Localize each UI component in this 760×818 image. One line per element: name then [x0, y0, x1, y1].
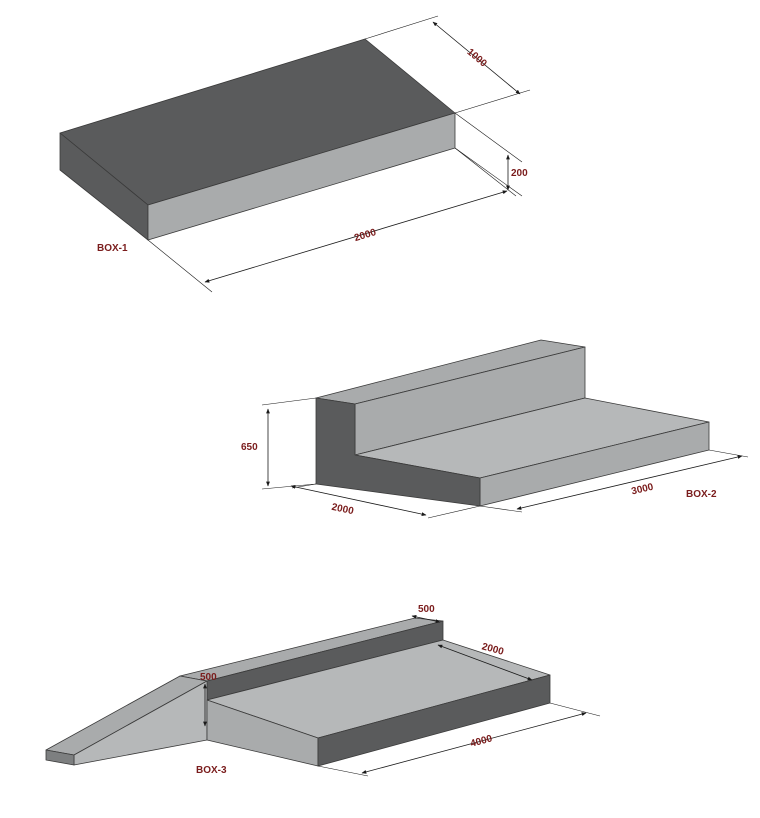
- box3-top-width-label: 500: [418, 604, 435, 615]
- box1-height-ext-2: [454, 147, 523, 197]
- box1-length-label: 2000: [353, 227, 378, 244]
- box3-ramp-side: [73, 680, 208, 766]
- box3-length-ext-1: [317, 765, 369, 777]
- box2-length-ext-1: [479, 505, 523, 513]
- box2-height-ext-1: [261, 397, 317, 406]
- box3-top-width-dim-line: [411, 615, 441, 623]
- box1-length-dim-line: [204, 190, 508, 283]
- box1-depth-dim-line: [432, 21, 521, 95]
- box2-depth-dim-line: [290, 485, 427, 516]
- box1-length-ext-2: [454, 147, 517, 197]
- box3-length-ext-2: [549, 702, 601, 717]
- box2-label: BOX-2: [686, 489, 717, 500]
- box1-height-ext-1: [454, 112, 523, 163]
- box1-label: BOX-1: [97, 243, 128, 254]
- box2-height-label: 650: [241, 442, 258, 453]
- box3-ramp-end: [45, 749, 75, 766]
- box1-depth-ext-1: [364, 15, 439, 40]
- box2-height-ext-2: [261, 483, 317, 490]
- box3-length-dim-line: [361, 712, 587, 774]
- box2-depth-ext-2: [427, 505, 481, 519]
- box2-length-label: 3000: [630, 482, 655, 498]
- box3-label: BOX-3: [196, 765, 227, 776]
- box-3: 500 500 2000 4000 BOX-3: [45, 604, 601, 777]
- box1-height-label: 200: [511, 168, 528, 179]
- box-2: 650 2000 3000 BOX-2: [241, 339, 749, 519]
- box3-length-label: 4000: [469, 733, 494, 749]
- box1-depth-label: 1000: [465, 47, 489, 70]
- box3-step-height-label: 500: [200, 672, 217, 683]
- box-1: 1000 200 2000 BOX-1: [59, 15, 531, 293]
- box2-length-dim-line: [516, 455, 743, 510]
- box2-depth-label: 2000: [330, 502, 354, 517]
- box2-length-ext-2: [708, 449, 749, 458]
- box3-platform-depth-dim-line: [437, 644, 533, 681]
- box1-length-ext-1: [147, 239, 213, 293]
